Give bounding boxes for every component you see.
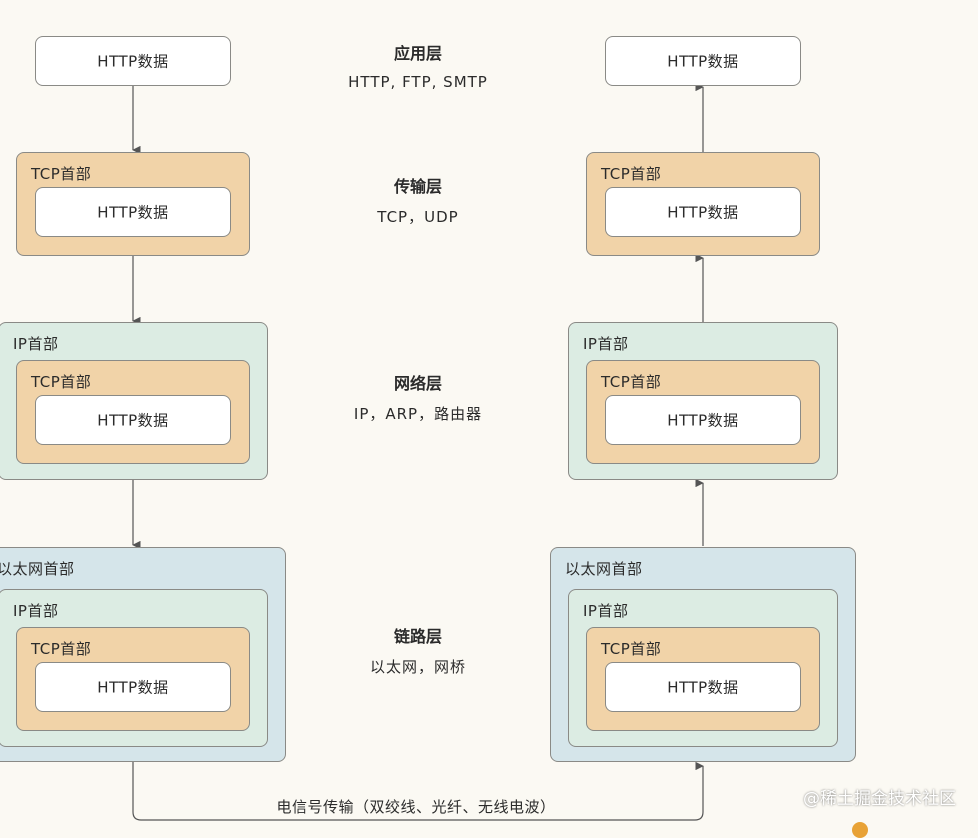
orange-dot-decoration bbox=[852, 822, 868, 838]
right-network-ip-packet: IP首部 TCP首部 HTTP数据 bbox=[568, 322, 838, 480]
watermark-text: @稀土掘金技术社区 bbox=[803, 789, 956, 809]
left-network-ip-packet: IP首部 TCP首部 HTTP数据 bbox=[0, 322, 268, 480]
tcp-segment: TCP首部 HTTP数据 bbox=[16, 627, 250, 731]
layer-title-link: 链路层 bbox=[393, 627, 442, 646]
ip-packet: IP首部 TCP首部 HTTP数据 bbox=[568, 589, 838, 747]
left-app-http-data: HTTP数据 bbox=[35, 36, 231, 86]
ip-header-label: IP首部 bbox=[583, 602, 629, 620]
tcp-segment: TCP首部 HTTP数据 bbox=[586, 627, 820, 731]
transmission-label: 电信号传输（双绞线、光纤、无线电波） bbox=[276, 798, 556, 816]
http-data-block: HTTP数据 bbox=[605, 395, 801, 445]
http-data-block: HTTP数据 bbox=[35, 662, 231, 712]
http-data-label: HTTP数据 bbox=[97, 203, 169, 222]
layer-title-application: 应用层 bbox=[393, 44, 442, 63]
eth-header-label: 以太网首部 bbox=[565, 560, 643, 578]
transmission-line bbox=[132, 761, 704, 821]
ip-header-label: IP首部 bbox=[13, 602, 59, 620]
layer-title-network: 网络层 bbox=[393, 374, 442, 393]
http-data-label: HTTP数据 bbox=[97, 411, 169, 430]
tcp-header-label: TCP首部 bbox=[601, 640, 662, 658]
left-transport-tcp-segment: TCP首部 HTTP数据 bbox=[16, 152, 250, 256]
right-transport-tcp-segment: TCP首部 HTTP数据 bbox=[586, 152, 820, 256]
http-data-block: HTTP数据 bbox=[605, 662, 801, 712]
ip-header-label: IP首部 bbox=[583, 335, 629, 353]
http-data-label: HTTP数据 bbox=[667, 203, 739, 222]
tcp-segment: TCP首部 HTTP数据 bbox=[586, 360, 820, 464]
ip-packet: IP首部 TCP首部 HTTP数据 bbox=[0, 589, 268, 747]
left-link-ethernet-frame: 以太网首部 IP首部 TCP首部 HTTP数据 bbox=[0, 547, 286, 762]
layer-protocols-transport: TCP，UDP bbox=[377, 208, 459, 226]
http-data-block: HTTP数据 bbox=[35, 395, 231, 445]
tcp-header-label: TCP首部 bbox=[601, 373, 662, 391]
http-data-label: HTTP数据 bbox=[667, 52, 739, 71]
http-data-block: HTTP数据 bbox=[605, 187, 801, 237]
tcp-header-label: TCP首部 bbox=[31, 640, 92, 658]
right-link-ethernet-frame: 以太网首部 IP首部 TCP首部 HTTP数据 bbox=[550, 547, 856, 762]
http-data-label: HTTP数据 bbox=[97, 678, 169, 697]
tcp-header-label: TCP首部 bbox=[601, 165, 662, 183]
ip-header-label: IP首部 bbox=[13, 335, 59, 353]
http-data-label: HTTP数据 bbox=[97, 52, 169, 71]
http-data-block: HTTP数据 bbox=[35, 187, 231, 237]
tcp-header-label: TCP首部 bbox=[31, 373, 92, 391]
eth-header-label: 以太网首部 bbox=[0, 560, 75, 578]
layer-title-transport: 传输层 bbox=[393, 177, 442, 196]
layer-protocols-network: IP，ARP，路由器 bbox=[353, 405, 483, 423]
http-data-label: HTTP数据 bbox=[667, 411, 739, 430]
tcp-header-label: TCP首部 bbox=[31, 165, 92, 183]
http-data-label: HTTP数据 bbox=[667, 678, 739, 697]
layer-protocols-link: 以太网，网桥 bbox=[369, 658, 466, 676]
layer-protocols-application: HTTP, FTP, SMTP bbox=[348, 73, 488, 91]
right-app-http-data: HTTP数据 bbox=[605, 36, 801, 86]
tcp-segment: TCP首部 HTTP数据 bbox=[16, 360, 250, 464]
